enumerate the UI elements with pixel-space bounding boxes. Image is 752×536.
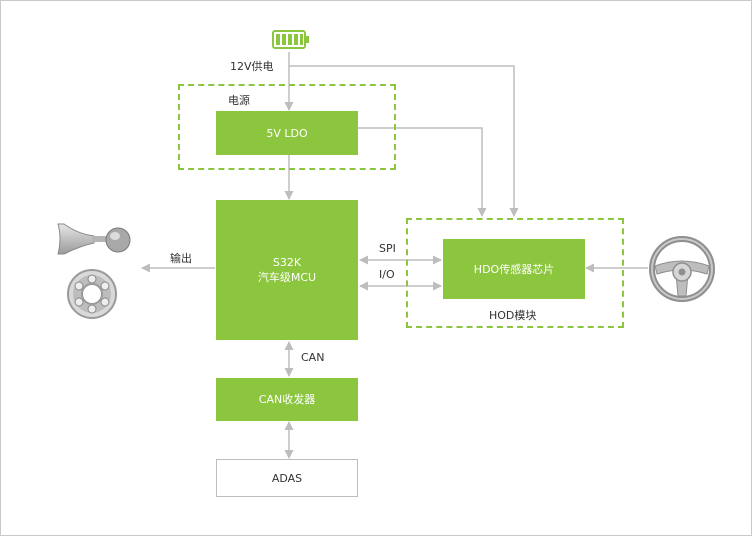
battery-icon xyxy=(272,30,309,49)
horn-icon xyxy=(57,223,131,255)
can-transceiver-label: CAN收发器 xyxy=(258,393,316,406)
hod-group-box xyxy=(406,218,624,328)
power-group-label: 电源 xyxy=(228,94,250,107)
mcu-name: S32K xyxy=(272,256,302,269)
steering-wheel-icon xyxy=(649,236,715,302)
can-transceiver-block: CAN收发器 xyxy=(216,378,358,421)
can-label: CAN xyxy=(301,351,325,364)
mcu-subtitle: 汽车级MCU xyxy=(257,271,317,284)
power-to-hod-arrow xyxy=(289,65,519,217)
hod-chip-label: HDO传感器芯片 xyxy=(473,262,555,276)
power-group-box xyxy=(178,84,396,170)
ldo-to-hod-arrow xyxy=(358,127,487,217)
ldo-block: 5V LDO xyxy=(216,111,358,155)
hod-chip-block: HDO传感器芯片 xyxy=(443,239,585,299)
adas-block: ADAS xyxy=(216,459,358,497)
bearing-icon xyxy=(67,269,117,319)
output-label: 输出 xyxy=(170,252,192,265)
spi-label: SPI xyxy=(379,242,396,255)
hod-group-label: HOD模块 xyxy=(489,309,537,322)
power-label: 12V供电 xyxy=(230,60,274,73)
mcu-block: S32K 汽车级MCU xyxy=(216,200,358,340)
adas-label: ADAS xyxy=(271,471,303,485)
ldo-label: 5V LDO xyxy=(266,126,308,140)
io-label: I/O xyxy=(379,268,395,281)
